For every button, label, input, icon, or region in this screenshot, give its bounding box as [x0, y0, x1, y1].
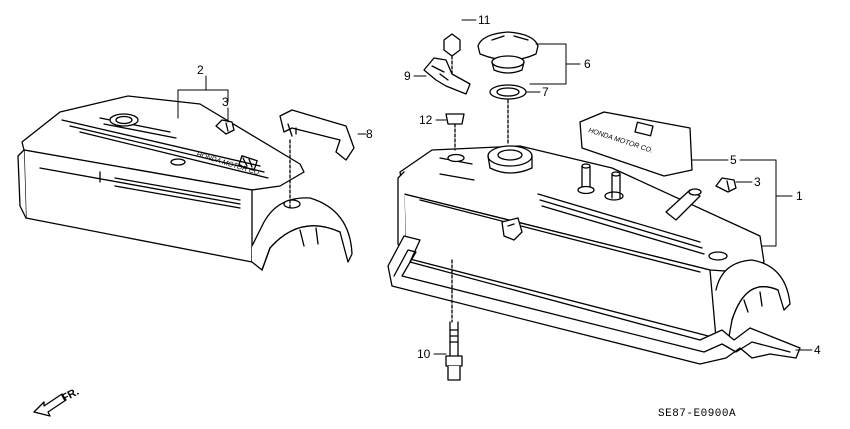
callout-11: 11 [478, 13, 491, 27]
leader-lines [177, 19, 813, 355]
callout-7: 7 [542, 85, 549, 99]
callout-4: 4 [814, 343, 821, 357]
cover-bolt [445, 259, 463, 381]
left-sealing-plug [215, 119, 235, 135]
front-direction-label: FR. [60, 386, 81, 405]
left-cylinder-head-cover [17, 95, 353, 271]
head-cover-gasket [387, 235, 801, 365]
filler-cap-gasket [489, 84, 527, 145]
harness-holder [423, 57, 471, 95]
front-direction-arrow-icon [33, 393, 67, 417]
right-sealing-plug [715, 177, 737, 193]
callout-10: 10 [417, 347, 431, 361]
callout-8: 8 [366, 127, 373, 141]
callout-12: 12 [419, 113, 433, 127]
right-cylinder-head-cover [397, 145, 791, 343]
wire-harness-bracket [279, 109, 355, 211]
sealing-washer [445, 113, 465, 151]
callout-9: 9 [404, 69, 411, 83]
callout-2: 2 [197, 63, 204, 77]
emblem-plate [579, 111, 693, 177]
diagram-reference-code: SE87-E0900A [658, 408, 736, 420]
callout-1: 1 [796, 189, 803, 203]
callout-3-right: 3 [754, 175, 761, 189]
callout-5: 5 [730, 153, 737, 167]
callout-6: 6 [584, 57, 591, 71]
callout-3-left: 3 [222, 95, 229, 109]
cap-nut [443, 33, 461, 75]
oil-filler-cap [477, 31, 539, 74]
callout-numbers: 2 3 8 11 9 12 6 7 5 3 1 4 10 [197, 13, 821, 361]
